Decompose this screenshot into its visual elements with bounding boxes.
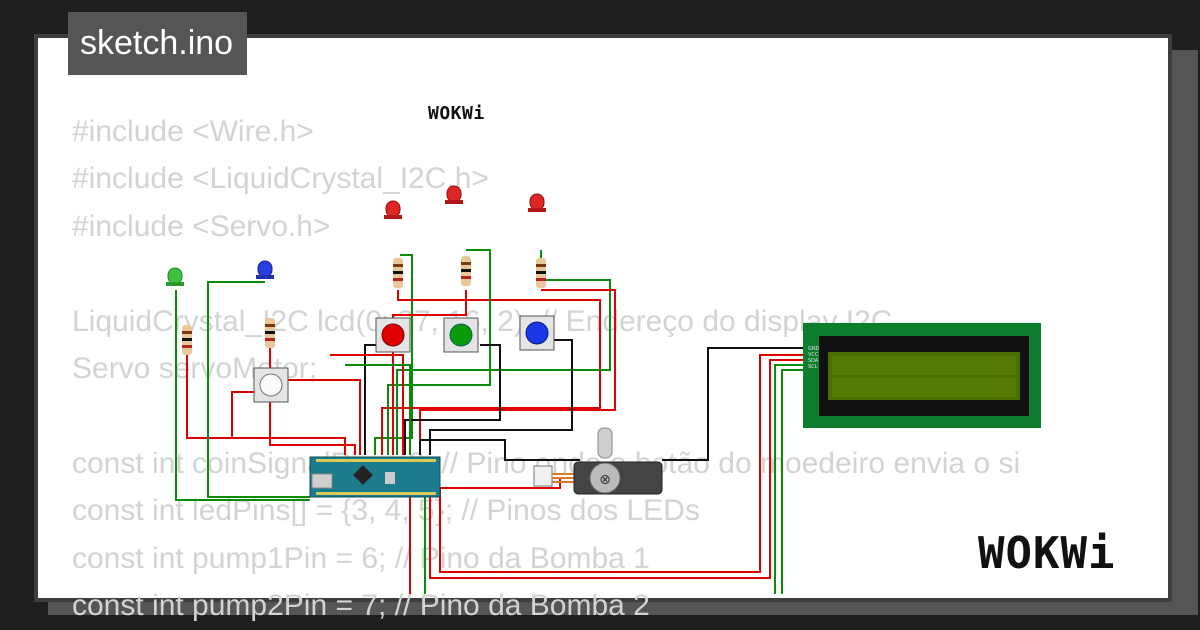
wire [419,439,580,461]
arduino-nano-board[interactable] [309,456,441,498]
lcd-pin-label: GND [808,346,820,352]
lcd-display[interactable]: GND VCC SDA SCL [803,323,1041,428]
pushbutton-white[interactable] [253,367,289,403]
wire [381,290,601,455]
resistor[interactable] [265,318,275,348]
wire [330,354,404,455]
code-line: #include <Wire.h> [72,115,314,148]
lcd-pin-label: SDA [808,358,819,364]
code-line: #include <LiquidCrystal_I2C.h> [72,162,489,196]
led-red[interactable] [445,185,463,204]
lcd-pin-label: VCC [808,352,819,358]
code-background: #include <Wire.h> #include <LiquidCrystal… [72,108,1020,629]
led-blue[interactable] [256,260,274,279]
wire [374,254,413,455]
wire [186,355,346,455]
wire [396,250,611,455]
pushbutton-red[interactable] [375,317,411,353]
wire [387,249,491,455]
wokwi-logo-small: WOKWi [428,103,485,124]
resistor[interactable] [461,256,471,286]
wire [429,359,808,579]
resistor[interactable] [536,258,546,288]
wire [429,339,573,455]
wire [439,354,808,573]
pushbutton-blue[interactable] [519,315,555,351]
resistor[interactable] [393,258,403,288]
code-line: const int coinSignalPin = 2; // Pino ond… [72,446,1021,480]
wire [392,290,467,455]
resistor[interactable] [182,325,192,355]
code-line: const int pump2Pin = 7; // Pino da Bomba… [72,588,650,622]
lcd-pin-label: SCL [808,364,818,370]
pushbutton-green[interactable] [443,317,479,353]
servo-motor[interactable]: ⊗ [533,427,663,495]
code-line: #include <Servo.h> [72,209,331,243]
file-tab-sketch[interactable]: sketch.ino [68,12,248,75]
wire [662,347,808,461]
wire [774,364,808,594]
led-green[interactable] [166,267,184,286]
led-red[interactable] [528,193,546,212]
wires [175,249,808,594]
code-line: const int ledPins[] = {3, 4, 5}; // Pino… [72,494,700,528]
code-line: const int pump1Pin = 6; // Pino da Bomba… [72,541,650,575]
preview-card: #include <Wire.h> #include <LiquidCrystal… [34,34,1172,622]
wire [345,364,411,455]
led-red[interactable] [384,200,402,219]
wire [231,391,262,438]
wokwi-logo-large: WOKWi [978,528,1116,579]
wire [284,379,361,455]
wire [781,369,808,594]
wire [419,289,616,455]
wire [404,344,501,455]
wire [175,290,310,501]
wire [207,281,310,498]
svg-text:⊗: ⊗ [599,472,611,488]
